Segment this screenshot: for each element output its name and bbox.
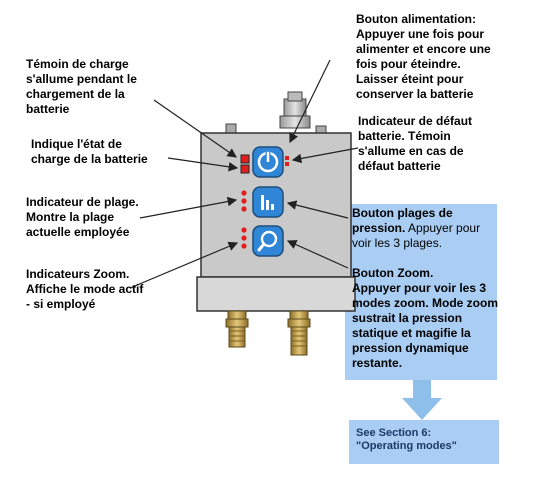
battery-fault-led-icon — [285, 156, 289, 166]
zoom-indicators-label: Indicateurs Zoom. Affiche le mode actif … — [26, 267, 144, 311]
left-fitting — [225, 310, 249, 348]
highlight-panel — [345, 204, 497, 380]
range-led-icon — [241, 190, 247, 212]
charge-led-icon — [240, 154, 250, 174]
range-button[interactable] — [252, 186, 284, 218]
range-indicator-label: Indicateur de plage. Montre la plage act… — [26, 195, 139, 239]
power-button[interactable] — [252, 146, 284, 178]
zoom-button[interactable] — [252, 225, 284, 257]
zoom-button-label: Bouton Zoom. Appuyer pour voir les 3 mod… — [352, 266, 499, 370]
charge-led-label: Témoin de charge s'allume pendant le cha… — [26, 57, 137, 116]
section-note: See Section 6: "Operating modes" — [356, 427, 457, 452]
device-base — [196, 276, 356, 312]
range-button-label: Bouton plages de pression. Appuyer pour … — [352, 206, 481, 250]
battery-state-label: Indique l'état de charge de la batterie — [31, 137, 148, 166]
power-button-label: Bouton alimentation: Appuyer une fois po… — [356, 12, 491, 101]
zoom-led-icon — [241, 227, 247, 249]
callout-arrows — [129, 59, 359, 289]
section-arrow — [402, 380, 442, 420]
battery-fault-label: Indicateur de défaut batterie. Témoin s'… — [358, 114, 473, 173]
right-fitting — [287, 310, 311, 356]
section-note-box — [349, 420, 499, 464]
